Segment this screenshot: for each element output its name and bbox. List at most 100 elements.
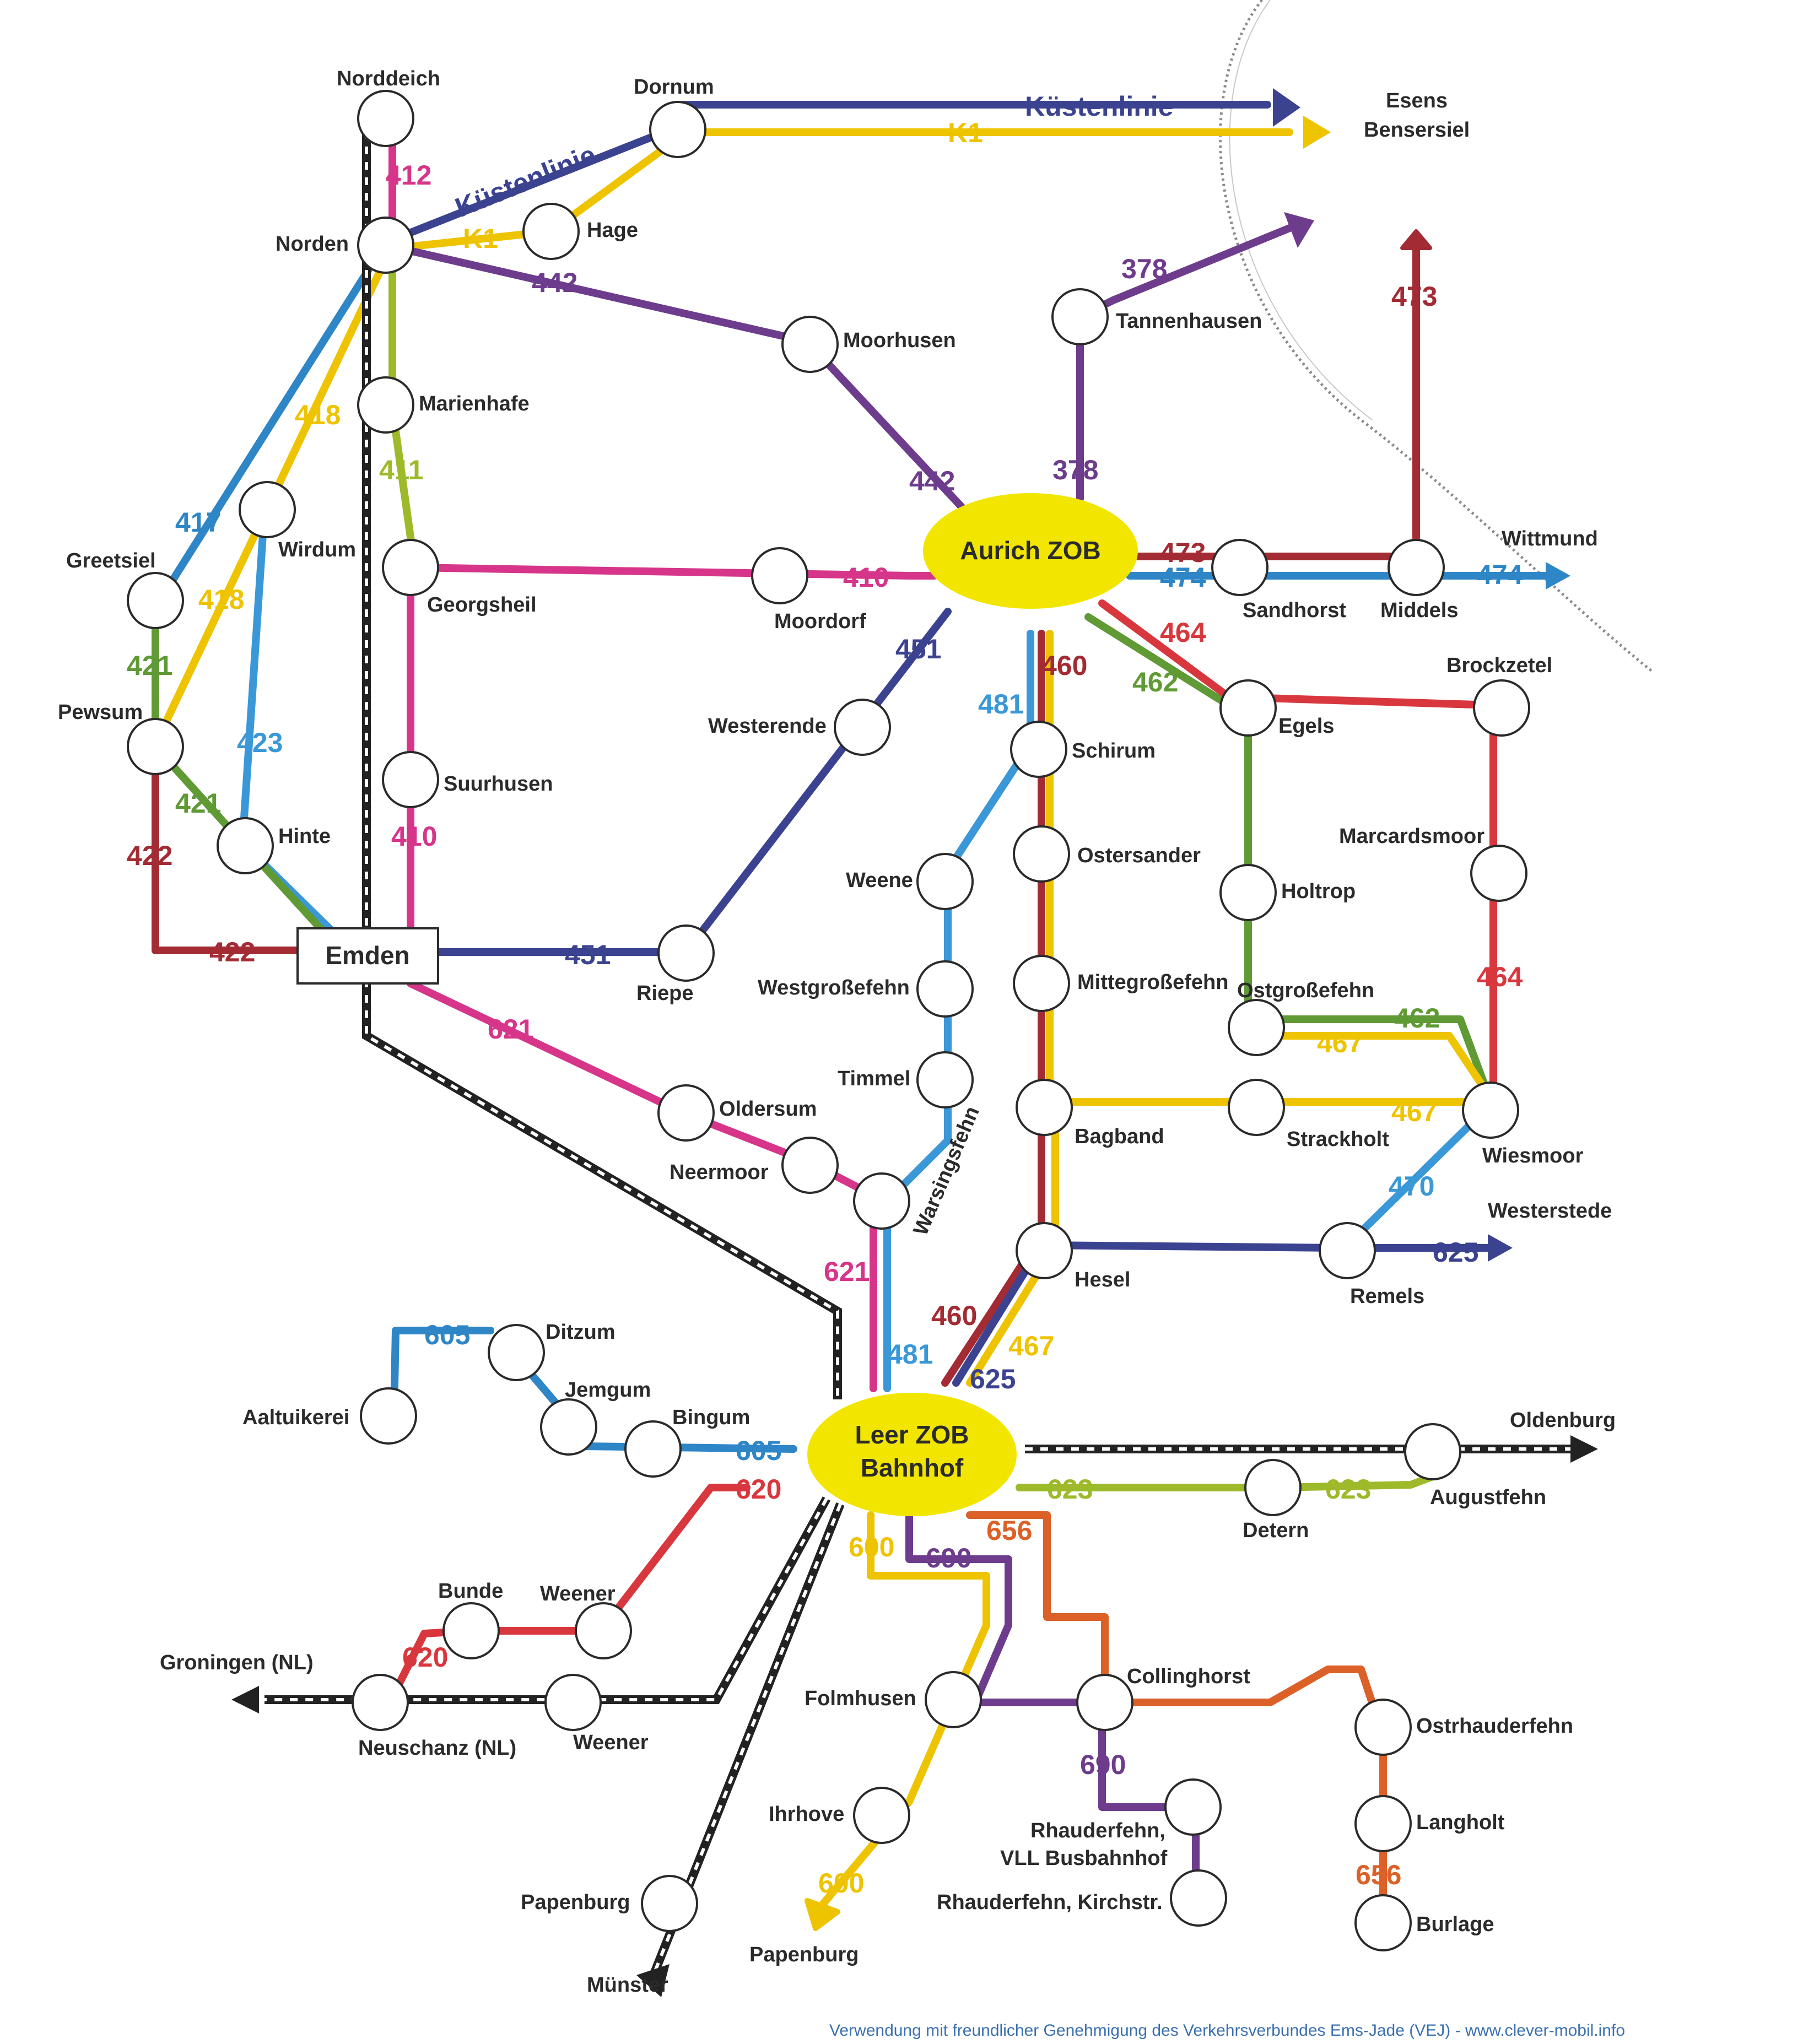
rail-lines xyxy=(231,116,1598,1997)
stop-brockzetel[interactable] xyxy=(1473,679,1530,737)
stop-weener-top[interactable] xyxy=(575,1602,632,1659)
label-strackholt: Strackholt xyxy=(1287,1128,1389,1151)
stop-sandhorst[interactable] xyxy=(1211,539,1268,596)
stop-strackholt[interactable] xyxy=(1228,1079,1285,1136)
stop-moordorf[interactable] xyxy=(751,547,808,604)
stop-egels[interactable] xyxy=(1219,679,1277,737)
credit-line: Verwendung mit freundlicher Genehmigung … xyxy=(829,2021,1625,2040)
label-tannenhausen: Tannenhausen xyxy=(1116,310,1262,333)
stop-westerende[interactable] xyxy=(834,699,891,756)
line-label-474-a: 474 xyxy=(1160,562,1206,593)
label-esens: Esens xyxy=(1386,89,1448,112)
stop-neuschanz[interactable] xyxy=(352,1674,409,1731)
stop-rhauderfehn-kirch[interactable] xyxy=(1170,1869,1227,1927)
stop-warsingsfehn[interactable] xyxy=(853,1172,910,1230)
stop-neermoor[interactable] xyxy=(781,1137,839,1194)
stop-marienhafe[interactable] xyxy=(357,376,414,434)
route-378 xyxy=(1076,222,1299,502)
label-muenster: Münster xyxy=(587,1973,668,1997)
aurich-hub-label: Aurich ZOB xyxy=(960,536,1101,565)
stop-collinghorst[interactable] xyxy=(1076,1674,1133,1731)
stop-riepe[interactable] xyxy=(657,924,715,982)
line-label-k1-low: K1 xyxy=(463,223,498,254)
stop-ditzum[interactable] xyxy=(488,1324,545,1381)
line-label-378-b: 378 xyxy=(1052,455,1098,485)
line-label-418-a: 418 xyxy=(295,399,341,430)
label-weener-top: Weener xyxy=(540,1582,616,1605)
stop-mittegrossefehn[interactable] xyxy=(1013,955,1070,1012)
label-oldersum: Oldersum xyxy=(719,1097,817,1121)
label-hinte: Hinte xyxy=(278,825,331,848)
stop-marcardsmoor[interactable] xyxy=(1470,845,1527,902)
route-474-arrow xyxy=(1546,562,1570,590)
stop-greetsiel[interactable] xyxy=(127,572,184,629)
stop-ostrhauderfehn[interactable] xyxy=(1354,1699,1412,1756)
line-label-462-b: 462 xyxy=(1394,1003,1440,1034)
stop-hinte[interactable] xyxy=(217,817,274,874)
route-470 xyxy=(1341,1101,1494,1252)
stop-dornum[interactable] xyxy=(649,101,706,158)
stop-bunde[interactable] xyxy=(442,1602,500,1659)
line-label-690-a: 690 xyxy=(926,1543,971,1573)
stop-langholt[interactable] xyxy=(1354,1795,1412,1852)
stop-ostersander[interactable] xyxy=(1013,825,1070,883)
label-pewsum: Pewsum xyxy=(58,701,143,724)
line-label-442-b: 442 xyxy=(909,466,955,496)
stop-weener-bottom[interactable] xyxy=(544,1674,602,1731)
stop-norden[interactable] xyxy=(357,217,414,274)
leer-hub[interactable]: Leer ZOB Bahnhof xyxy=(807,1393,1017,1516)
label-ostgrossefehn: Ostgroßefehn xyxy=(1237,979,1374,1002)
stop-westgrossefehn[interactable] xyxy=(916,960,974,1018)
stop-holtrop[interactable] xyxy=(1219,864,1277,921)
label-norden: Norden xyxy=(276,232,349,256)
stop-remels[interactable] xyxy=(1319,1222,1376,1279)
line-label-625-b: 625 xyxy=(970,1364,1016,1394)
label-sandhorst: Sandhorst xyxy=(1243,599,1346,622)
line-label-410-a: 410 xyxy=(843,562,889,593)
stop-jemgum[interactable] xyxy=(540,1398,597,1456)
stop-oldersum[interactable] xyxy=(657,1084,715,1142)
stop-moorhusen[interactable] xyxy=(781,316,839,373)
stop-suurhusen[interactable] xyxy=(382,751,439,808)
stop-bagband[interactable] xyxy=(1016,1079,1073,1136)
line-label-kuestenlinie-top: Küstenlinie xyxy=(1025,91,1173,122)
line-label-412: 412 xyxy=(386,160,431,191)
stop-burlage[interactable] xyxy=(1354,1894,1412,1951)
stop-rhauderfehn-vll[interactable] xyxy=(1164,1778,1222,1836)
stop-norddeich[interactable] xyxy=(357,90,414,147)
stop-georgsheil[interactable] xyxy=(382,539,439,596)
stop-augustfehn[interactable] xyxy=(1404,1423,1461,1480)
route-kuestenlinie-arrow xyxy=(1273,88,1300,127)
stop-weene[interactable] xyxy=(916,853,974,910)
label-detern: Detern xyxy=(1243,1519,1309,1542)
region-boundary xyxy=(1219,0,1654,673)
stop-middels[interactable] xyxy=(1388,539,1445,596)
stop-schirum[interactable] xyxy=(1010,721,1067,778)
route-422 xyxy=(152,743,304,954)
stop-timmel[interactable] xyxy=(916,1051,974,1108)
stop-papenburg-rail[interactable] xyxy=(641,1875,698,1932)
line-label-620-b: 620 xyxy=(402,1642,448,1673)
emden-hub[interactable]: Emden xyxy=(296,927,439,985)
stop-wiesmoor[interactable] xyxy=(1462,1082,1519,1139)
label-hage: Hage xyxy=(587,219,638,242)
label-jemgum: Jemgum xyxy=(565,1378,651,1402)
stop-pewsum[interactable] xyxy=(127,718,184,775)
label-georgsheil: Georgsheil xyxy=(427,593,537,617)
stop-hesel[interactable] xyxy=(1016,1222,1073,1279)
emden-hub-label: Emden xyxy=(325,941,409,970)
stop-ostgrossefehn[interactable] xyxy=(1228,999,1285,1056)
stop-hage[interactable] xyxy=(522,203,580,260)
line-labels: Küstenlinie Küstenlinie K1 K1 412 442 44… xyxy=(127,91,1523,1899)
stop-detern[interactable] xyxy=(1244,1459,1302,1516)
stop-bingum[interactable] xyxy=(624,1420,682,1478)
aurich-hub[interactable]: Aurich ZOB xyxy=(923,493,1138,609)
label-collinghorst: Collinghorst xyxy=(1127,1665,1250,1688)
stop-aaltuikerei[interactable] xyxy=(360,1387,417,1445)
route-625-arrow xyxy=(1488,1234,1513,1262)
stop-wirdum[interactable] xyxy=(239,481,296,538)
stop-ihrhove[interactable] xyxy=(853,1787,910,1844)
stop-folmhusen[interactable] xyxy=(925,1671,982,1728)
line-label-467-c: 467 xyxy=(1008,1331,1054,1361)
stop-tannenhausen[interactable] xyxy=(1051,288,1109,345)
